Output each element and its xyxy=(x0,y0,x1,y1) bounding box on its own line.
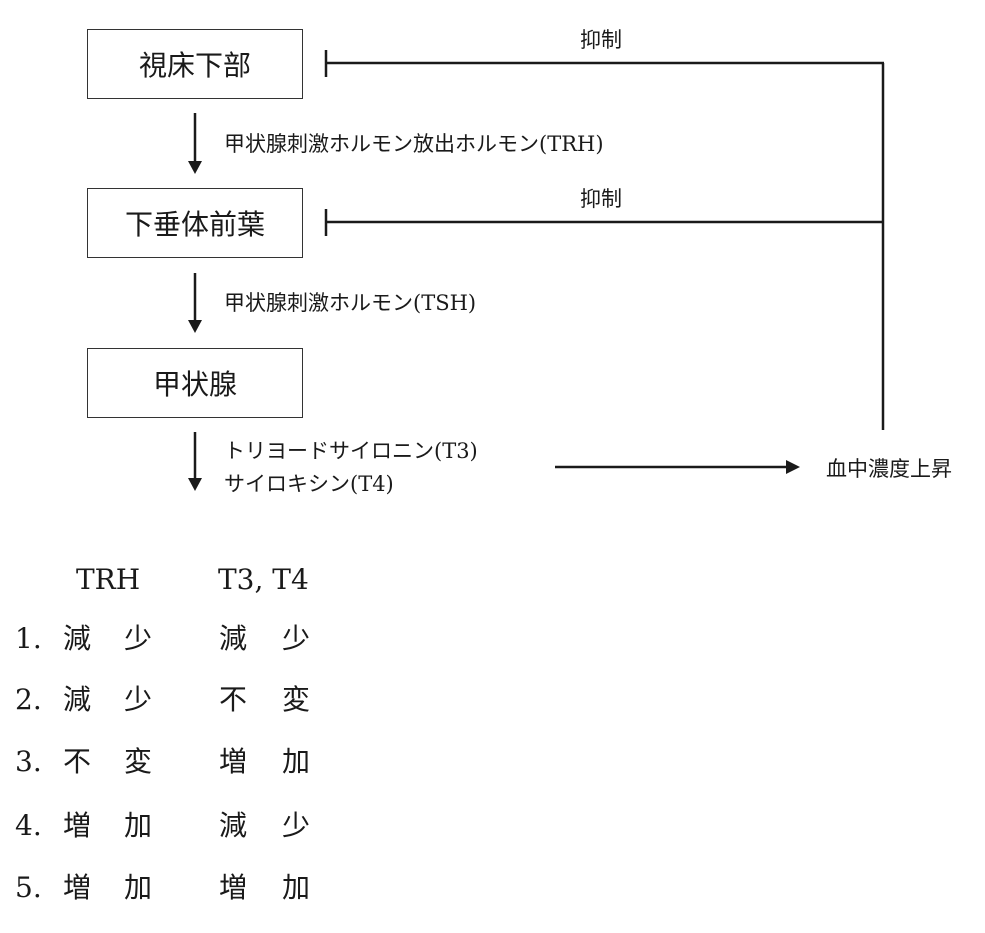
arrowhead-hypo-pit xyxy=(188,161,202,174)
header-trh: TRH xyxy=(76,563,141,596)
t3-label: トリヨードサイロニン(T3) xyxy=(224,439,478,463)
trh-char-2: 加 xyxy=(124,871,153,904)
trh-char-1: 減 xyxy=(63,622,92,655)
t3t4-char-2: 変 xyxy=(282,683,311,716)
inhibition-label-pit: 抑制 xyxy=(580,187,622,211)
thyroid-box: 甲状腺 xyxy=(87,348,303,418)
t3t4-char-1: 増 xyxy=(219,745,248,778)
pituitary-label: 下垂体前葉 xyxy=(124,208,265,241)
choice-number: 5. xyxy=(15,871,42,904)
arrowhead-thy-out xyxy=(188,478,202,491)
t3t4-char-1: 不 xyxy=(219,683,248,716)
trh-char-2: 変 xyxy=(124,745,153,778)
header-t3t4: T3, T4 xyxy=(218,563,309,596)
t3t4-char-2: 加 xyxy=(282,745,311,778)
trh-char-1: 増 xyxy=(63,871,92,904)
trh-char-1: 減 xyxy=(63,683,92,716)
trh-char-1: 不 xyxy=(63,745,92,778)
arrowhead-to-blood xyxy=(786,460,800,474)
t3t4-char-2: 少 xyxy=(282,809,311,842)
t4-label: サイロキシン(T4) xyxy=(224,472,394,496)
tsh-label: 甲状腺刺激ホルモン(TSH) xyxy=(224,291,477,315)
t3t4-char-1: 減 xyxy=(219,622,248,655)
pituitary-box: 下垂体前葉 xyxy=(87,188,303,258)
hypothalamus-box: 視床下部 xyxy=(87,29,303,99)
choice-number: 1. xyxy=(15,622,42,655)
trh-char-2: 少 xyxy=(124,683,153,716)
inhibition-label-hypo: 抑制 xyxy=(580,28,622,52)
blood-level-label: 血中濃度上昇 xyxy=(826,457,952,481)
hypothalamus-label: 視床下部 xyxy=(138,49,251,82)
t3t4-char-1: 増 xyxy=(219,871,248,904)
trh-char-2: 少 xyxy=(124,622,153,655)
trh-char-2: 加 xyxy=(124,809,153,842)
choice-number: 2. xyxy=(15,683,42,716)
trh-label: 甲状腺刺激ホルモン放出ホルモン(TRH) xyxy=(224,132,604,156)
choice-number: 4. xyxy=(15,809,42,842)
t3t4-char-2: 少 xyxy=(282,622,311,655)
thyroid-label: 甲状腺 xyxy=(152,368,237,401)
t3t4-char-1: 減 xyxy=(219,809,248,842)
arrowhead-pit-thy xyxy=(188,320,202,333)
choice-number: 3. xyxy=(15,745,42,778)
trh-char-1: 増 xyxy=(63,809,92,842)
t3t4-char-2: 加 xyxy=(282,871,311,904)
